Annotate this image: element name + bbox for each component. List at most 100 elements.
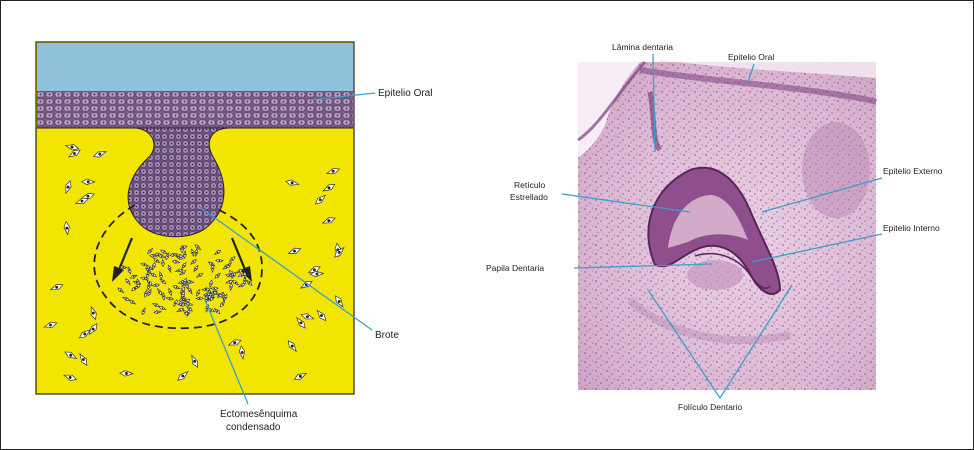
cell-nucleus (181, 301, 183, 303)
label-condensado: condensado (226, 422, 281, 433)
cell-nucleus (193, 261, 195, 263)
cell-nucleus (338, 300, 341, 303)
cell-nucleus (231, 258, 233, 260)
cell-nucleus (316, 272, 319, 275)
cell-nucleus (189, 308, 191, 310)
cell-nucleus (153, 274, 155, 276)
cell-nucleus (49, 324, 52, 327)
cell-nucleus (244, 280, 246, 282)
left-schematic: Epitelio Oral Brote Ectomesênquima conde… (36, 42, 432, 433)
cell-nucleus (328, 186, 331, 189)
cell-nucleus (161, 256, 163, 258)
cell-nucleus (208, 290, 210, 292)
cell-nucleus (145, 293, 147, 295)
cell-nucleus (216, 310, 218, 312)
cell-nucleus (132, 301, 134, 303)
cell-nucleus (217, 275, 219, 277)
cell-nucleus (181, 281, 183, 283)
cell-nucleus (155, 285, 157, 287)
cell-nucleus (184, 281, 186, 283)
cell-nucleus (82, 358, 85, 361)
cell-nucleus (206, 294, 208, 296)
cell-nucleus (157, 311, 159, 313)
cell-nucleus (125, 372, 128, 375)
cell-nucleus (241, 351, 244, 354)
cell-nucleus (291, 345, 294, 348)
cell-nucleus (221, 295, 223, 297)
cell-nucleus (152, 255, 154, 257)
cell-nucleus (222, 303, 224, 305)
cell-nucleus (196, 252, 198, 254)
cell-nucleus (291, 181, 294, 184)
cell-nucleus (205, 289, 207, 291)
cell-nucleus (98, 153, 101, 156)
cell-nucleus (160, 275, 162, 277)
cell-nucleus (92, 328, 95, 331)
cell-nucleus (182, 272, 184, 274)
cell-nucleus (332, 170, 335, 173)
cell-nucleus (67, 186, 70, 189)
cell-nucleus (185, 312, 187, 314)
cell-nucleus (183, 265, 185, 267)
cell-nucleus (189, 281, 191, 283)
cell-nucleus (229, 281, 231, 283)
cell-nucleus (248, 282, 250, 284)
cell-nucleus (244, 274, 246, 276)
cell-nucleus (181, 248, 183, 250)
cell-nucleus (199, 298, 201, 300)
cell-nucleus (179, 309, 181, 311)
cell-nucleus (73, 152, 76, 155)
cell-nucleus (147, 274, 149, 276)
label-epitelio-interno: Epitelio Interno (883, 223, 940, 233)
cell-nucleus (149, 267, 151, 269)
label-lamina-dentaria: Lâmina dentaria (612, 42, 673, 52)
cell-nucleus (211, 295, 213, 297)
cell-nucleus (210, 283, 212, 285)
cell-nucleus (306, 315, 309, 318)
cell-nucleus (230, 286, 232, 288)
label-reticulo: Retículo (514, 180, 545, 190)
cell-nucleus (87, 180, 90, 183)
cell-nucleus (199, 274, 201, 276)
cell-nucleus (197, 292, 199, 294)
cell-nucleus (71, 146, 74, 149)
cell-nucleus (183, 296, 185, 298)
cell-nucleus (169, 298, 171, 300)
cell-nucleus (55, 286, 58, 289)
cell-nucleus (195, 268, 197, 270)
cell-nucleus (319, 198, 322, 201)
cell-nucleus (163, 296, 165, 298)
cell-nucleus (214, 288, 216, 290)
cell-nucleus (338, 251, 341, 254)
cell-nucleus (149, 250, 151, 252)
cell-nucleus (153, 265, 155, 267)
cell-nucleus (83, 333, 86, 336)
right-micrograph: Lâmina dentaria Epitelio Oral Epitelio E… (486, 42, 943, 412)
label-ectomesenquima: Ectomesênquima (220, 409, 298, 420)
oral-cavity-region (37, 43, 353, 91)
cell-nucleus (327, 219, 330, 222)
cell-nucleus (162, 262, 164, 264)
cell-nucleus (69, 354, 72, 357)
cell-nucleus (69, 376, 72, 379)
cell-nucleus (181, 375, 184, 378)
cell-nucleus (241, 285, 243, 287)
cell-nucleus (148, 285, 150, 287)
cell-nucleus (224, 297, 226, 299)
cell-nucleus (320, 314, 323, 317)
cell-nucleus (175, 261, 177, 263)
cell-nucleus (144, 264, 146, 266)
cell-nucleus (167, 255, 169, 257)
cell-nucleus (184, 254, 186, 256)
cell-nucleus (125, 298, 127, 300)
cell-nucleus (159, 291, 161, 293)
cell-nucleus (129, 269, 131, 271)
cell-nucleus (175, 302, 177, 304)
cell-nucleus (143, 310, 145, 312)
label-foliculo-dentario: Folículo Dentario (678, 402, 743, 412)
cell-nucleus (181, 304, 183, 306)
cell-nucleus (313, 268, 316, 271)
cell-nucleus (235, 282, 237, 284)
cell-nucleus (186, 301, 188, 303)
